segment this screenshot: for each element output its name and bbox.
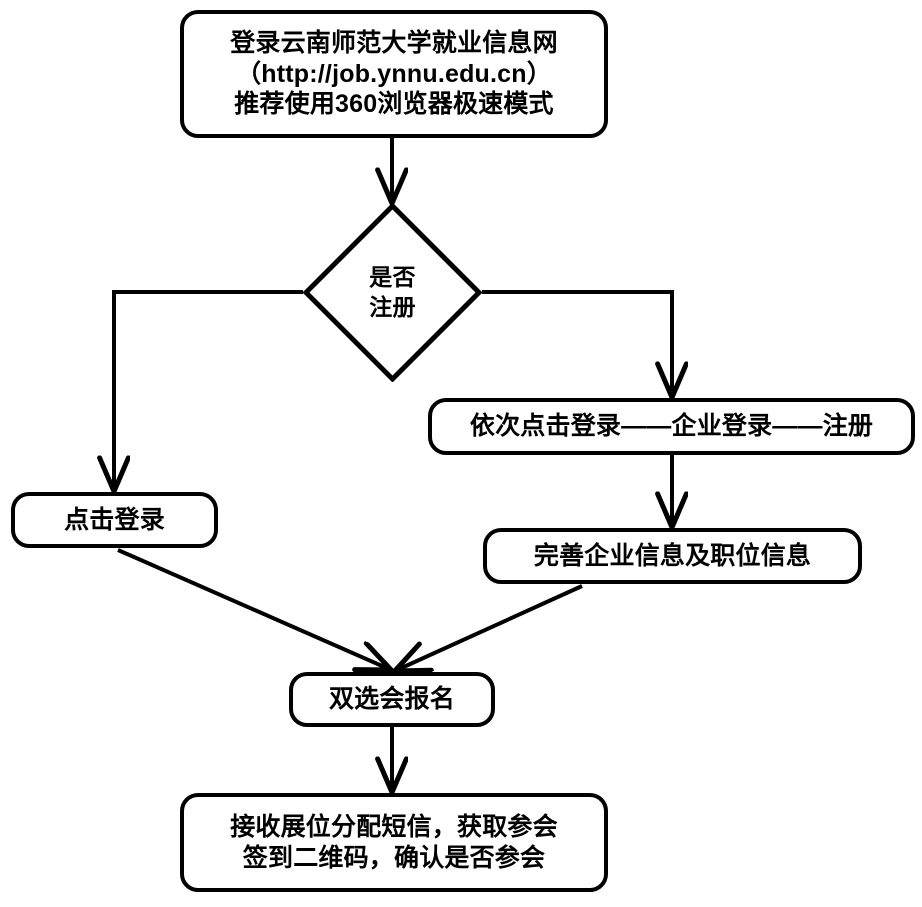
node-click-login[interactable]: 点击登录: [11, 492, 218, 548]
node-fair-signup-label: 双选会报名: [328, 685, 455, 714]
edge-decision-to-click-login: [114, 290, 303, 489]
node-click-login-label: 点击登录: [64, 505, 165, 534]
node-decision-registered[interactable]: 是否 注册: [303, 203, 482, 382]
node-portal-label: 登录云南师范大学就业信息网 （http://job.ynnu.edu.cn） 推…: [230, 29, 558, 119]
node-register-path[interactable]: 依次点击登录——企业登录——注册: [428, 398, 915, 455]
node-receive-booth-sms[interactable]: 接收展位分配短信，获取参会 签到二维码，确认是否参会: [180, 793, 608, 892]
edge-complete-info-to-fair-signup: [397, 584, 583, 670]
node-fair-signup[interactable]: 双选会报名: [289, 672, 495, 727]
node-receive-sms-label: 接收展位分配短信，获取参会 签到二维码，确认是否参会: [230, 813, 558, 872]
diamond-shape: [303, 203, 482, 382]
node-portal[interactable]: 登录云南师范大学就业信息网 （http://job.ynnu.edu.cn） 推…: [180, 10, 608, 138]
edge-decision-to-register-path: [482, 290, 672, 395]
node-complete-info-label: 完善企业信息及职位信息: [533, 541, 812, 570]
node-complete-company-info[interactable]: 完善企业信息及职位信息: [483, 528, 862, 584]
node-decision-label: 是否 注册: [369, 263, 416, 320]
edge-click-login-to-fair-signup: [117, 548, 389, 669]
node-register-path-label: 依次点击登录——企业登录——注册: [469, 412, 874, 441]
